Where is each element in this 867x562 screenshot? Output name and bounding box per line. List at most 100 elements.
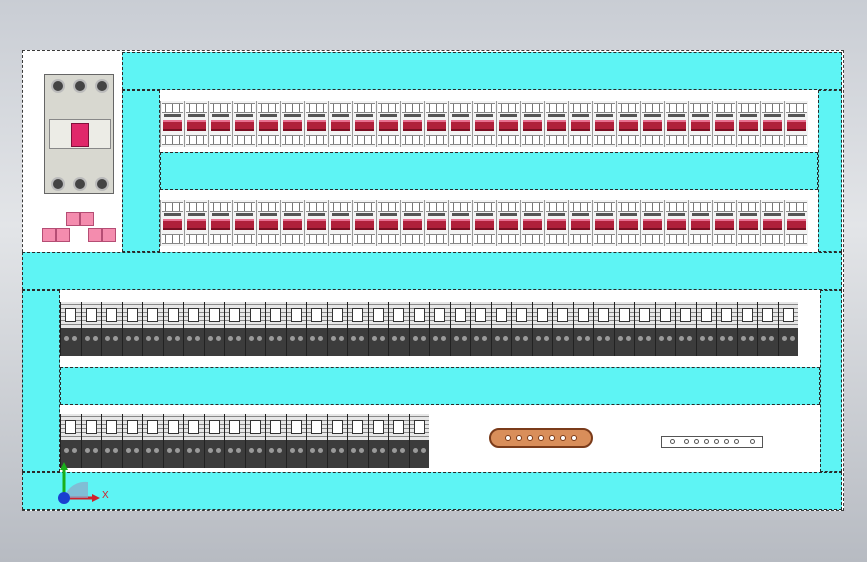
circuit-breaker[interactable] xyxy=(688,101,712,147)
breaker-lever[interactable] xyxy=(643,120,662,131)
circuit-breaker[interactable] xyxy=(760,200,784,246)
circuit-breaker[interactable] xyxy=(280,200,304,246)
circuit-breaker[interactable] xyxy=(448,200,472,246)
circuit-breaker[interactable] xyxy=(448,101,472,147)
breaker-lever[interactable] xyxy=(163,120,182,131)
circuit-breaker[interactable] xyxy=(496,101,520,147)
circuit-breaker[interactable] xyxy=(328,101,352,147)
contactor[interactable] xyxy=(265,414,286,468)
circuit-breaker[interactable] xyxy=(256,200,280,246)
contactor[interactable] xyxy=(367,302,388,356)
ground-busbar[interactable] xyxy=(489,428,593,448)
breaker-lever[interactable] xyxy=(403,120,422,131)
contactor[interactable] xyxy=(285,414,306,468)
contactor[interactable] xyxy=(347,414,368,468)
contactor[interactable] xyxy=(326,414,347,468)
contactor[interactable] xyxy=(449,302,470,356)
contactor[interactable] xyxy=(326,302,347,356)
circuit-breaker[interactable] xyxy=(568,200,592,246)
circuit-breaker[interactable] xyxy=(400,101,424,147)
contactor[interactable] xyxy=(388,414,409,468)
breaker-lever[interactable] xyxy=(763,120,782,131)
breaker-lever[interactable] xyxy=(259,219,278,230)
contactor[interactable] xyxy=(203,302,224,356)
contactor[interactable] xyxy=(60,414,81,468)
circuit-breaker[interactable] xyxy=(784,101,808,147)
breaker-lever[interactable] xyxy=(475,219,494,230)
circuit-breaker[interactable] xyxy=(184,101,208,147)
breaker-lever[interactable] xyxy=(307,219,326,230)
breaker-lever[interactable] xyxy=(211,120,230,131)
contactor[interactable] xyxy=(244,414,265,468)
circuit-breaker[interactable] xyxy=(616,200,640,246)
contactor[interactable] xyxy=(101,414,122,468)
breaker-lever[interactable] xyxy=(211,219,230,230)
circuit-breaker[interactable] xyxy=(592,200,616,246)
contactor[interactable] xyxy=(203,414,224,468)
circuit-breaker[interactable] xyxy=(184,200,208,246)
circuit-breaker[interactable] xyxy=(328,200,352,246)
contactor[interactable] xyxy=(142,302,163,356)
breaker-handle[interactable] xyxy=(71,123,89,147)
contactor[interactable] xyxy=(429,302,450,356)
circuit-breaker[interactable] xyxy=(736,200,760,246)
contactor[interactable] xyxy=(490,302,511,356)
breaker-lever[interactable] xyxy=(739,219,758,230)
breaker-lever[interactable] xyxy=(331,120,350,131)
circuit-breaker[interactable] xyxy=(232,200,256,246)
breaker-lever[interactable] xyxy=(715,219,734,230)
contactor[interactable] xyxy=(101,302,122,356)
breaker-lever[interactable] xyxy=(595,219,614,230)
breaker-lever[interactable] xyxy=(235,219,254,230)
contactor[interactable] xyxy=(285,302,306,356)
circuit-breaker[interactable] xyxy=(376,101,400,147)
circuit-breaker[interactable] xyxy=(640,200,664,246)
breaker-lever[interactable] xyxy=(787,120,806,131)
circuit-breaker[interactable] xyxy=(280,101,304,147)
circuit-breaker[interactable] xyxy=(160,200,184,246)
breaker-lever[interactable] xyxy=(331,219,350,230)
contactor[interactable] xyxy=(121,414,142,468)
circuit-breaker[interactable] xyxy=(616,101,640,147)
breaker-lever[interactable] xyxy=(763,219,782,230)
circuit-breaker[interactable] xyxy=(424,200,448,246)
breaker-lever[interactable] xyxy=(355,219,374,230)
contactor[interactable] xyxy=(572,302,593,356)
circuit-breaker[interactable] xyxy=(544,200,568,246)
breaker-lever[interactable] xyxy=(619,219,638,230)
neutral-terminal-bar[interactable] xyxy=(661,436,763,448)
circuit-breaker[interactable] xyxy=(352,200,376,246)
breaker-lever[interactable] xyxy=(283,219,302,230)
contactor[interactable] xyxy=(306,302,327,356)
contactor[interactable] xyxy=(60,302,81,356)
contactor[interactable] xyxy=(408,414,429,468)
contactor[interactable] xyxy=(224,302,245,356)
breaker-lever[interactable] xyxy=(379,120,398,131)
contactor[interactable] xyxy=(224,414,245,468)
breaker-lever[interactable] xyxy=(667,120,686,131)
circuit-breaker[interactable] xyxy=(688,200,712,246)
breaker-lever[interactable] xyxy=(187,219,206,230)
contactor[interactable] xyxy=(306,414,327,468)
breaker-lever[interactable] xyxy=(187,120,206,131)
circuit-breaker[interactable] xyxy=(304,200,328,246)
breaker-lever[interactable] xyxy=(547,219,566,230)
circuit-breaker[interactable] xyxy=(304,101,328,147)
circuit-breaker[interactable] xyxy=(592,101,616,147)
contactor[interactable] xyxy=(593,302,614,356)
circuit-breaker[interactable] xyxy=(520,101,544,147)
circuit-breaker[interactable] xyxy=(736,101,760,147)
circuit-breaker[interactable] xyxy=(664,101,688,147)
breaker-lever[interactable] xyxy=(499,120,518,131)
breaker-lever[interactable] xyxy=(355,120,374,131)
circuit-breaker[interactable] xyxy=(472,200,496,246)
circuit-breaker[interactable] xyxy=(712,101,736,147)
contactor[interactable] xyxy=(695,302,716,356)
circuit-breaker[interactable] xyxy=(784,200,808,246)
contactor[interactable] xyxy=(736,302,757,356)
circuit-breaker[interactable] xyxy=(568,101,592,147)
breaker-lever[interactable] xyxy=(787,219,806,230)
contactor[interactable] xyxy=(367,414,388,468)
circuit-breaker[interactable] xyxy=(712,200,736,246)
breaker-lever[interactable] xyxy=(643,219,662,230)
